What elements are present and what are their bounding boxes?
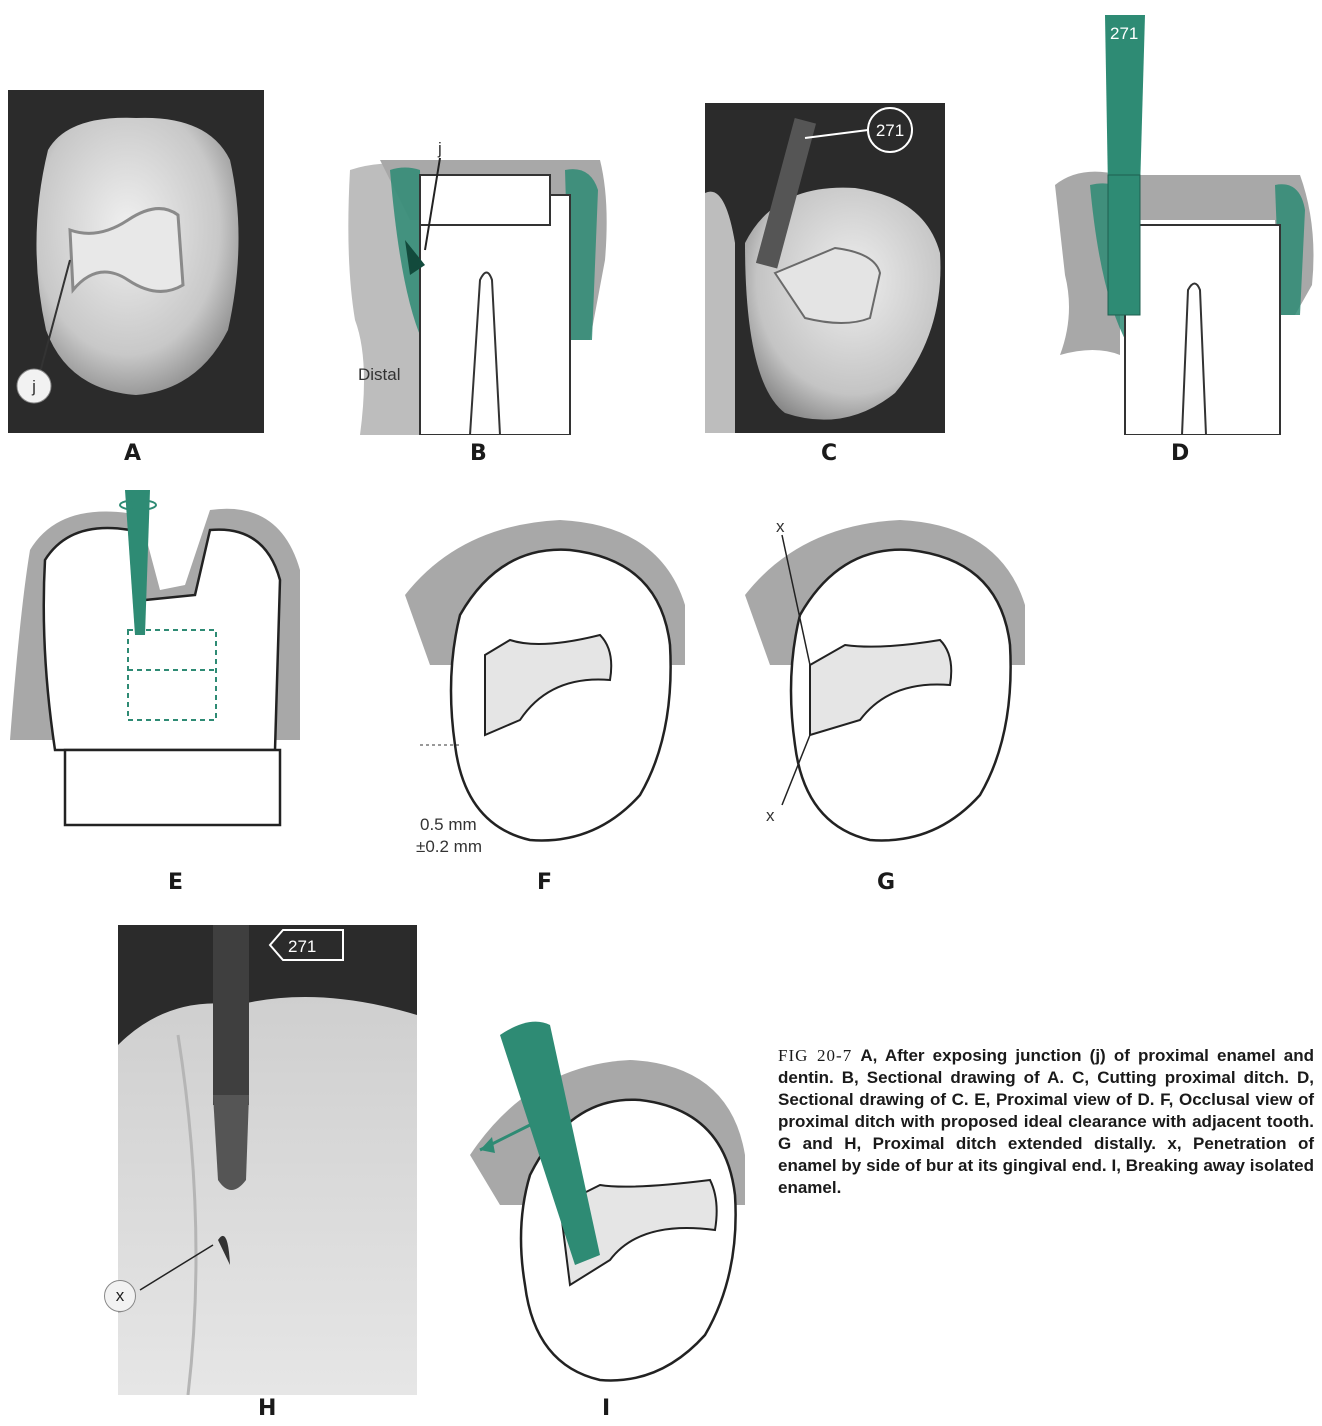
panel-label-d: D xyxy=(1171,441,1189,466)
molar-occlusal-f xyxy=(451,550,671,841)
tooth-outline-e xyxy=(44,528,280,750)
label-271-h: 271 xyxy=(288,937,316,956)
label-clearance-1: 0.5 mm xyxy=(420,815,477,834)
panel-d-illustration: 271 xyxy=(1050,15,1320,435)
label-j: j xyxy=(31,377,36,396)
label-distal: Distal xyxy=(358,365,401,384)
panel-h-illustration: 271 xyxy=(118,925,417,1395)
bur-271-pointer xyxy=(805,130,868,138)
panel-b-illustration: j Distal xyxy=(340,140,610,435)
label-x-bottom: x xyxy=(766,806,775,825)
panel-g-illustration: x x xyxy=(740,505,1030,860)
root-section-e xyxy=(65,750,280,825)
tooth-section xyxy=(420,195,570,435)
panel-a-photo: j xyxy=(8,90,264,433)
panel-label-g: G xyxy=(877,870,895,895)
panel-label-h: H xyxy=(258,1396,276,1421)
panel-f-illustration: 0.5 mm ±0.2 mm xyxy=(400,505,690,860)
panel-label-a: A xyxy=(124,441,141,466)
panel-i-drawing xyxy=(470,1005,750,1395)
label-271-d: 271 xyxy=(1110,24,1138,43)
panel-label-b: B xyxy=(470,441,487,466)
teeth-surface-h xyxy=(118,997,417,1395)
label-clearance-2: ±0.2 mm xyxy=(416,837,482,856)
panel-d-drawing: 271 xyxy=(1050,15,1320,435)
panel-i-illustration xyxy=(470,1005,750,1395)
x-circle-h: x xyxy=(104,1280,136,1312)
panel-f-drawing: 0.5 mm ±0.2 mm xyxy=(400,505,690,860)
bur-head-d xyxy=(1108,175,1140,315)
panel-label-e: E xyxy=(168,870,183,895)
figure-caption: FIG 20-7 A, After exposing junction (j) … xyxy=(778,1045,1314,1199)
panel-e-drawing xyxy=(10,490,310,835)
cavity-prep xyxy=(420,175,550,225)
panel-label-i: I xyxy=(602,1396,610,1421)
panel-b-drawing: j Distal xyxy=(340,140,610,435)
panel-a-illustration: j xyxy=(8,90,264,433)
panel-label-c: C xyxy=(821,441,837,466)
panel-c-photo: 271 xyxy=(705,103,945,433)
panel-c-illustration: 271 xyxy=(705,103,945,433)
bur-shank-h xyxy=(213,925,249,1105)
label-x-h: x xyxy=(116,1286,125,1305)
figure-number: FIG 20-7 xyxy=(778,1046,852,1065)
panel-e-illustration xyxy=(10,490,310,835)
label-271-c: 271 xyxy=(876,121,904,140)
label-j-b: j xyxy=(437,140,442,158)
figure-caption-text: A, After exposing junction (j) of proxim… xyxy=(778,1046,1314,1197)
panel-h-photo: 271 xyxy=(118,925,417,1395)
bur-head-h xyxy=(213,1095,249,1190)
label-x-top: x xyxy=(776,517,785,536)
panel-label-f: F xyxy=(537,870,552,895)
adjacent-tooth xyxy=(705,192,735,433)
panel-g-drawing: x x xyxy=(740,505,1030,860)
